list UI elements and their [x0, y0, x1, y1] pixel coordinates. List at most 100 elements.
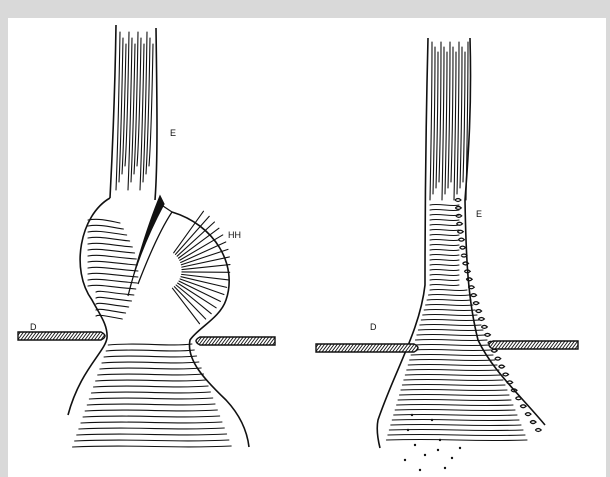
suture-stitch: [476, 310, 482, 313]
left-stomach-hatching: [108, 344, 192, 345]
left-lobe-hatching: [96, 309, 126, 313]
right-stomach-hatching: [430, 264, 459, 265]
suture-stitch: [457, 230, 463, 233]
left-hernia-hatching: [179, 228, 219, 258]
speck-dot: [431, 419, 433, 421]
left-lobe-hatching: [88, 237, 130, 241]
suture-stitch: [525, 413, 531, 416]
left-esophagus-wall: [110, 25, 116, 198]
right-diagram: [306, 38, 594, 471]
left-stomach-hatching: [73, 446, 232, 447]
right-stomach-hatching: [430, 234, 459, 235]
right-diaphragm-right: [479, 341, 594, 349]
speck-dot: [437, 449, 439, 451]
left-lobe-hatching: [96, 297, 131, 301]
suture-stitch: [473, 302, 479, 305]
right-diaphragm-label: D: [370, 322, 377, 332]
right-esophagus-striation: [457, 42, 459, 194]
right-stomach-hatching: [430, 219, 459, 220]
right-stomach-hatching: [414, 344, 489, 345]
right-stomach-hatching: [415, 339, 487, 340]
right-stomach-hatching: [408, 364, 497, 365]
left-stomach-hatching: [75, 440, 229, 441]
right-stomach-hatching: [430, 249, 459, 250]
right-stomach-hatching: [430, 279, 459, 280]
left-tear-mark: [128, 196, 164, 296]
suture-stitch: [481, 325, 487, 328]
speck-dot: [411, 414, 413, 416]
left-stomach-hatching: [79, 428, 224, 429]
left-diaphragm: [8, 332, 120, 340]
right-esophagus-striation: [451, 47, 453, 182]
left-stomach-hatching: [85, 410, 217, 411]
speck-dot: [414, 444, 416, 446]
suture-stitch: [495, 357, 501, 360]
left-hernia-hatching: [174, 211, 204, 253]
left-stomach-hatching: [96, 380, 206, 381]
left-lobe-hatching: [88, 273, 138, 277]
left-stomach-hatching: [94, 386, 209, 387]
suture-stitch: [471, 294, 477, 297]
left-hernia-hatching: [182, 274, 229, 280]
left-lobe-hatching: [88, 243, 132, 247]
left-lobe-hatching: [88, 249, 135, 253]
right-stomach-hatching: [424, 309, 475, 310]
right-stomach-hatching: [413, 349, 491, 350]
right-esophagus-label: E: [476, 209, 482, 219]
right-stomach-hatching: [430, 284, 459, 285]
left-diaphragm-label: D: [30, 322, 37, 332]
right-stomach-hatching: [430, 239, 459, 240]
right-esophagus-striation: [442, 47, 444, 200]
right-stomach-hatching: [430, 289, 467, 290]
right-stomach-hatching: [429, 294, 469, 295]
left-diaphragm-right: [186, 337, 288, 345]
suture-stitch: [466, 278, 472, 281]
right-stomach-hatching: [430, 224, 459, 225]
right-stomach-hatching: [410, 359, 495, 360]
left-hernia-hatching: [175, 216, 209, 254]
right-stomach-hatching: [388, 434, 525, 435]
right-stomach-hatching: [405, 374, 501, 375]
left-lobe-hatching: [88, 279, 137, 283]
right-stomach-hatching: [400, 394, 509, 395]
left-stomach-outline-left: [68, 198, 110, 415]
speck-dot: [451, 457, 453, 459]
suture-stitch: [455, 206, 461, 209]
speck-dot: [404, 459, 406, 461]
left-stomach-outline-right: [172, 212, 249, 447]
right-esophagus-wall: [377, 38, 428, 448]
suture-stitch: [520, 405, 526, 408]
right-stomach-hatching: [430, 229, 459, 230]
right-esophagus-striation: [439, 42, 441, 182]
speck-dot: [407, 429, 409, 431]
suture-stitch: [530, 421, 536, 424]
right-stomach-hatching: [426, 304, 473, 305]
left-lobe-hatching: [88, 285, 136, 289]
right-stomach-hatching: [411, 354, 493, 355]
right-stomach-hatching: [430, 269, 459, 270]
left-lobe-hatching: [96, 315, 122, 319]
left-lobe-hatching: [88, 219, 120, 223]
right-stomach-hatching: [430, 259, 459, 260]
left-stomach-hatching: [104, 356, 196, 357]
left-stomach-hatching: [83, 416, 220, 417]
left-stomach-hatching: [91, 392, 210, 393]
suture-stitch: [503, 373, 509, 376]
right-stomach-hatching: [418, 329, 483, 330]
left-diagram: [8, 25, 288, 447]
right-stomach-hatching: [430, 274, 459, 275]
right-stomach-hatching: [421, 319, 479, 320]
left-lobe-hatching: [88, 225, 123, 229]
suture-stitch: [456, 222, 462, 225]
suture-stitch: [460, 246, 466, 249]
left-stomach-hatching: [81, 422, 222, 423]
right-esophagus-striation: [436, 52, 438, 188]
right-stomach-hatching: [420, 324, 481, 325]
right-esophagus-striation: [466, 42, 468, 200]
left-lobe-hatching: [88, 255, 136, 259]
right-stomach-hatching: [391, 424, 521, 425]
right-esophagus-striation: [460, 47, 462, 188]
right-stomach-hatching: [397, 404, 513, 405]
right-stomach-hatching: [407, 369, 499, 370]
